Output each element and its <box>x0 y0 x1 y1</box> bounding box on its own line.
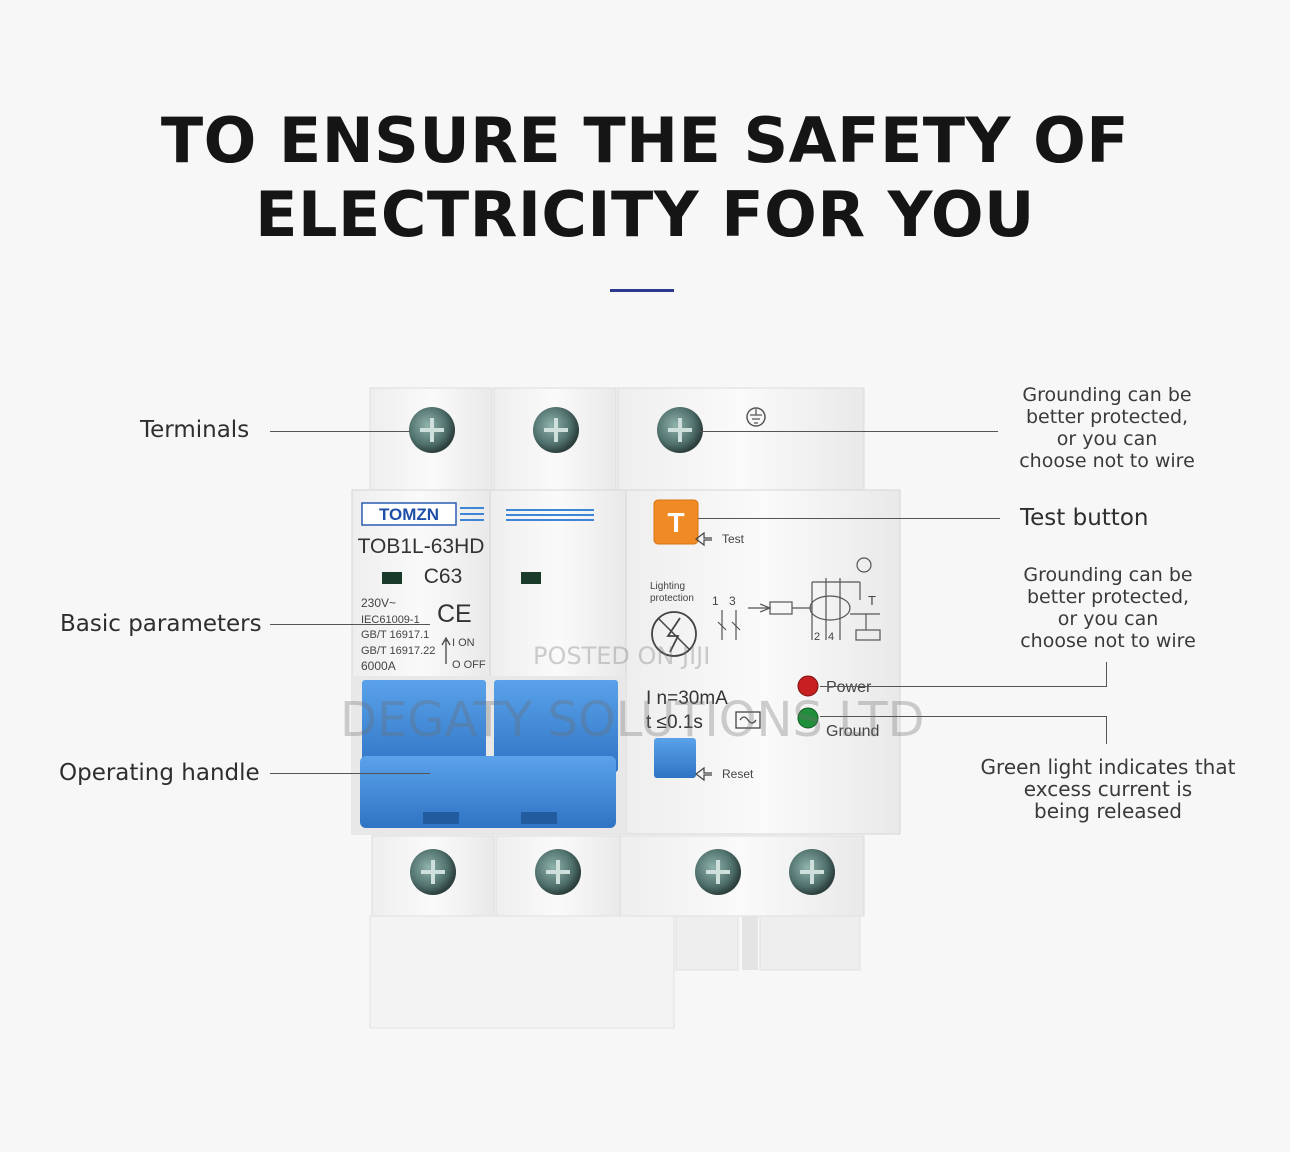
indicator-window <box>382 572 402 584</box>
ac-symbol-icon <box>735 711 761 729</box>
terminal-screw-icon <box>789 849 835 895</box>
svg-text:IEC61009-1: IEC61009-1 <box>361 614 420 626</box>
svg-text:2: 2 <box>814 631 820 643</box>
svg-text:O OFF: O OFF <box>452 659 486 671</box>
test-button <box>653 499 699 545</box>
svg-text:230V~: 230V~ <box>361 596 396 610</box>
terminal-screw-icon <box>409 407 455 453</box>
callout-terminals: Terminals <box>140 417 250 443</box>
watermark-small: POSTED ON JIJI <box>533 642 711 670</box>
operating-handle-upper-2 <box>494 680 618 772</box>
on-off-arrow-icon <box>441 636 451 664</box>
rating-label: C63 <box>424 565 463 588</box>
svg-text:Reset: Reset <box>722 767 754 781</box>
callout-line <box>270 773 430 774</box>
headline-line-2: ELECTRICITY FOR YOU <box>255 178 1035 251</box>
svg-text:I ON: I ON <box>452 637 475 649</box>
svg-text:Test: Test <box>722 532 745 546</box>
operating-handle <box>360 756 616 828</box>
svg-text:Ground: Ground <box>826 723 879 740</box>
callout-test-button: Test button <box>1020 505 1149 531</box>
callout-line <box>698 518 1000 519</box>
svg-text:4: 4 <box>828 631 834 643</box>
callout-line <box>698 431 998 432</box>
callout-line <box>820 686 1106 687</box>
svg-text:GB/T 16917.1: GB/T 16917.1 <box>361 629 429 641</box>
svg-text:Power: Power <box>826 679 872 696</box>
callout-green-light: Green light indicates that excess curren… <box>980 755 1236 823</box>
terminal-screw-icon <box>657 407 703 453</box>
svg-text:6000A: 6000A <box>361 659 396 673</box>
top-terminal-block-3 <box>617 387 865 493</box>
callout-grounding-mid: Grounding can be better protected, or yo… <box>1020 564 1196 652</box>
terminal-screw-icon <box>533 407 579 453</box>
power-indicator-light <box>797 675 819 697</box>
svg-text:T: T <box>868 593 876 608</box>
indicator-window <box>521 572 541 584</box>
svg-text:GB/T 16917.22: GB/T 16917.22 <box>361 645 435 657</box>
headline-line-1: TO ENSURE THE SAFETY OF <box>160 104 1130 177</box>
terminal-screw-icon <box>535 849 581 895</box>
callout-line <box>270 431 410 432</box>
callout-line <box>1106 662 1107 687</box>
watermark-large: DEGATY SOLUTIONS LTD <box>340 692 925 748</box>
callout-line <box>820 716 1106 717</box>
svg-text:protection: protection <box>650 593 694 604</box>
svg-text:1: 1 <box>712 594 719 608</box>
din-rail-clip <box>369 915 675 1029</box>
trip-time: t ≤0.1s <box>646 712 703 733</box>
callout-operating-handle: Operating handle <box>59 760 260 786</box>
headline: TO ENSURE THE SAFETY OF ELECTRICITY FOR … <box>0 104 1290 252</box>
ground-indicator-light <box>797 707 819 729</box>
reset-button <box>654 738 696 778</box>
model-number: TOB1L-63HD <box>358 535 485 558</box>
rated-residual-current: I n=30mA <box>646 688 728 709</box>
test-key-letter: T <box>667 507 684 538</box>
ground-symbol-icon <box>746 407 766 427</box>
wiring-diagram <box>717 557 881 641</box>
ce-mark: CE <box>437 600 472 628</box>
svg-text:Lighting: Lighting <box>650 581 685 592</box>
terminal-screw-icon <box>695 849 741 895</box>
callout-line <box>1106 716 1107 744</box>
rcd-module <box>625 489 901 835</box>
terminal-screw-icon <box>410 849 456 895</box>
callout-basic-parameters: Basic parameters <box>60 611 262 637</box>
callout-grounding-top: Grounding can be better protected, or yo… <box>1019 384 1195 472</box>
callout-line <box>270 624 430 625</box>
svg-text:3: 3 <box>729 594 736 608</box>
arrow-left-icon <box>695 531 712 547</box>
operating-handle-upper-1 <box>362 680 486 772</box>
lightning-protection-icon <box>651 611 697 657</box>
headline-divider <box>610 289 674 292</box>
brand-logo: TOMZN <box>379 505 439 524</box>
arrow-left-icon <box>695 766 712 782</box>
